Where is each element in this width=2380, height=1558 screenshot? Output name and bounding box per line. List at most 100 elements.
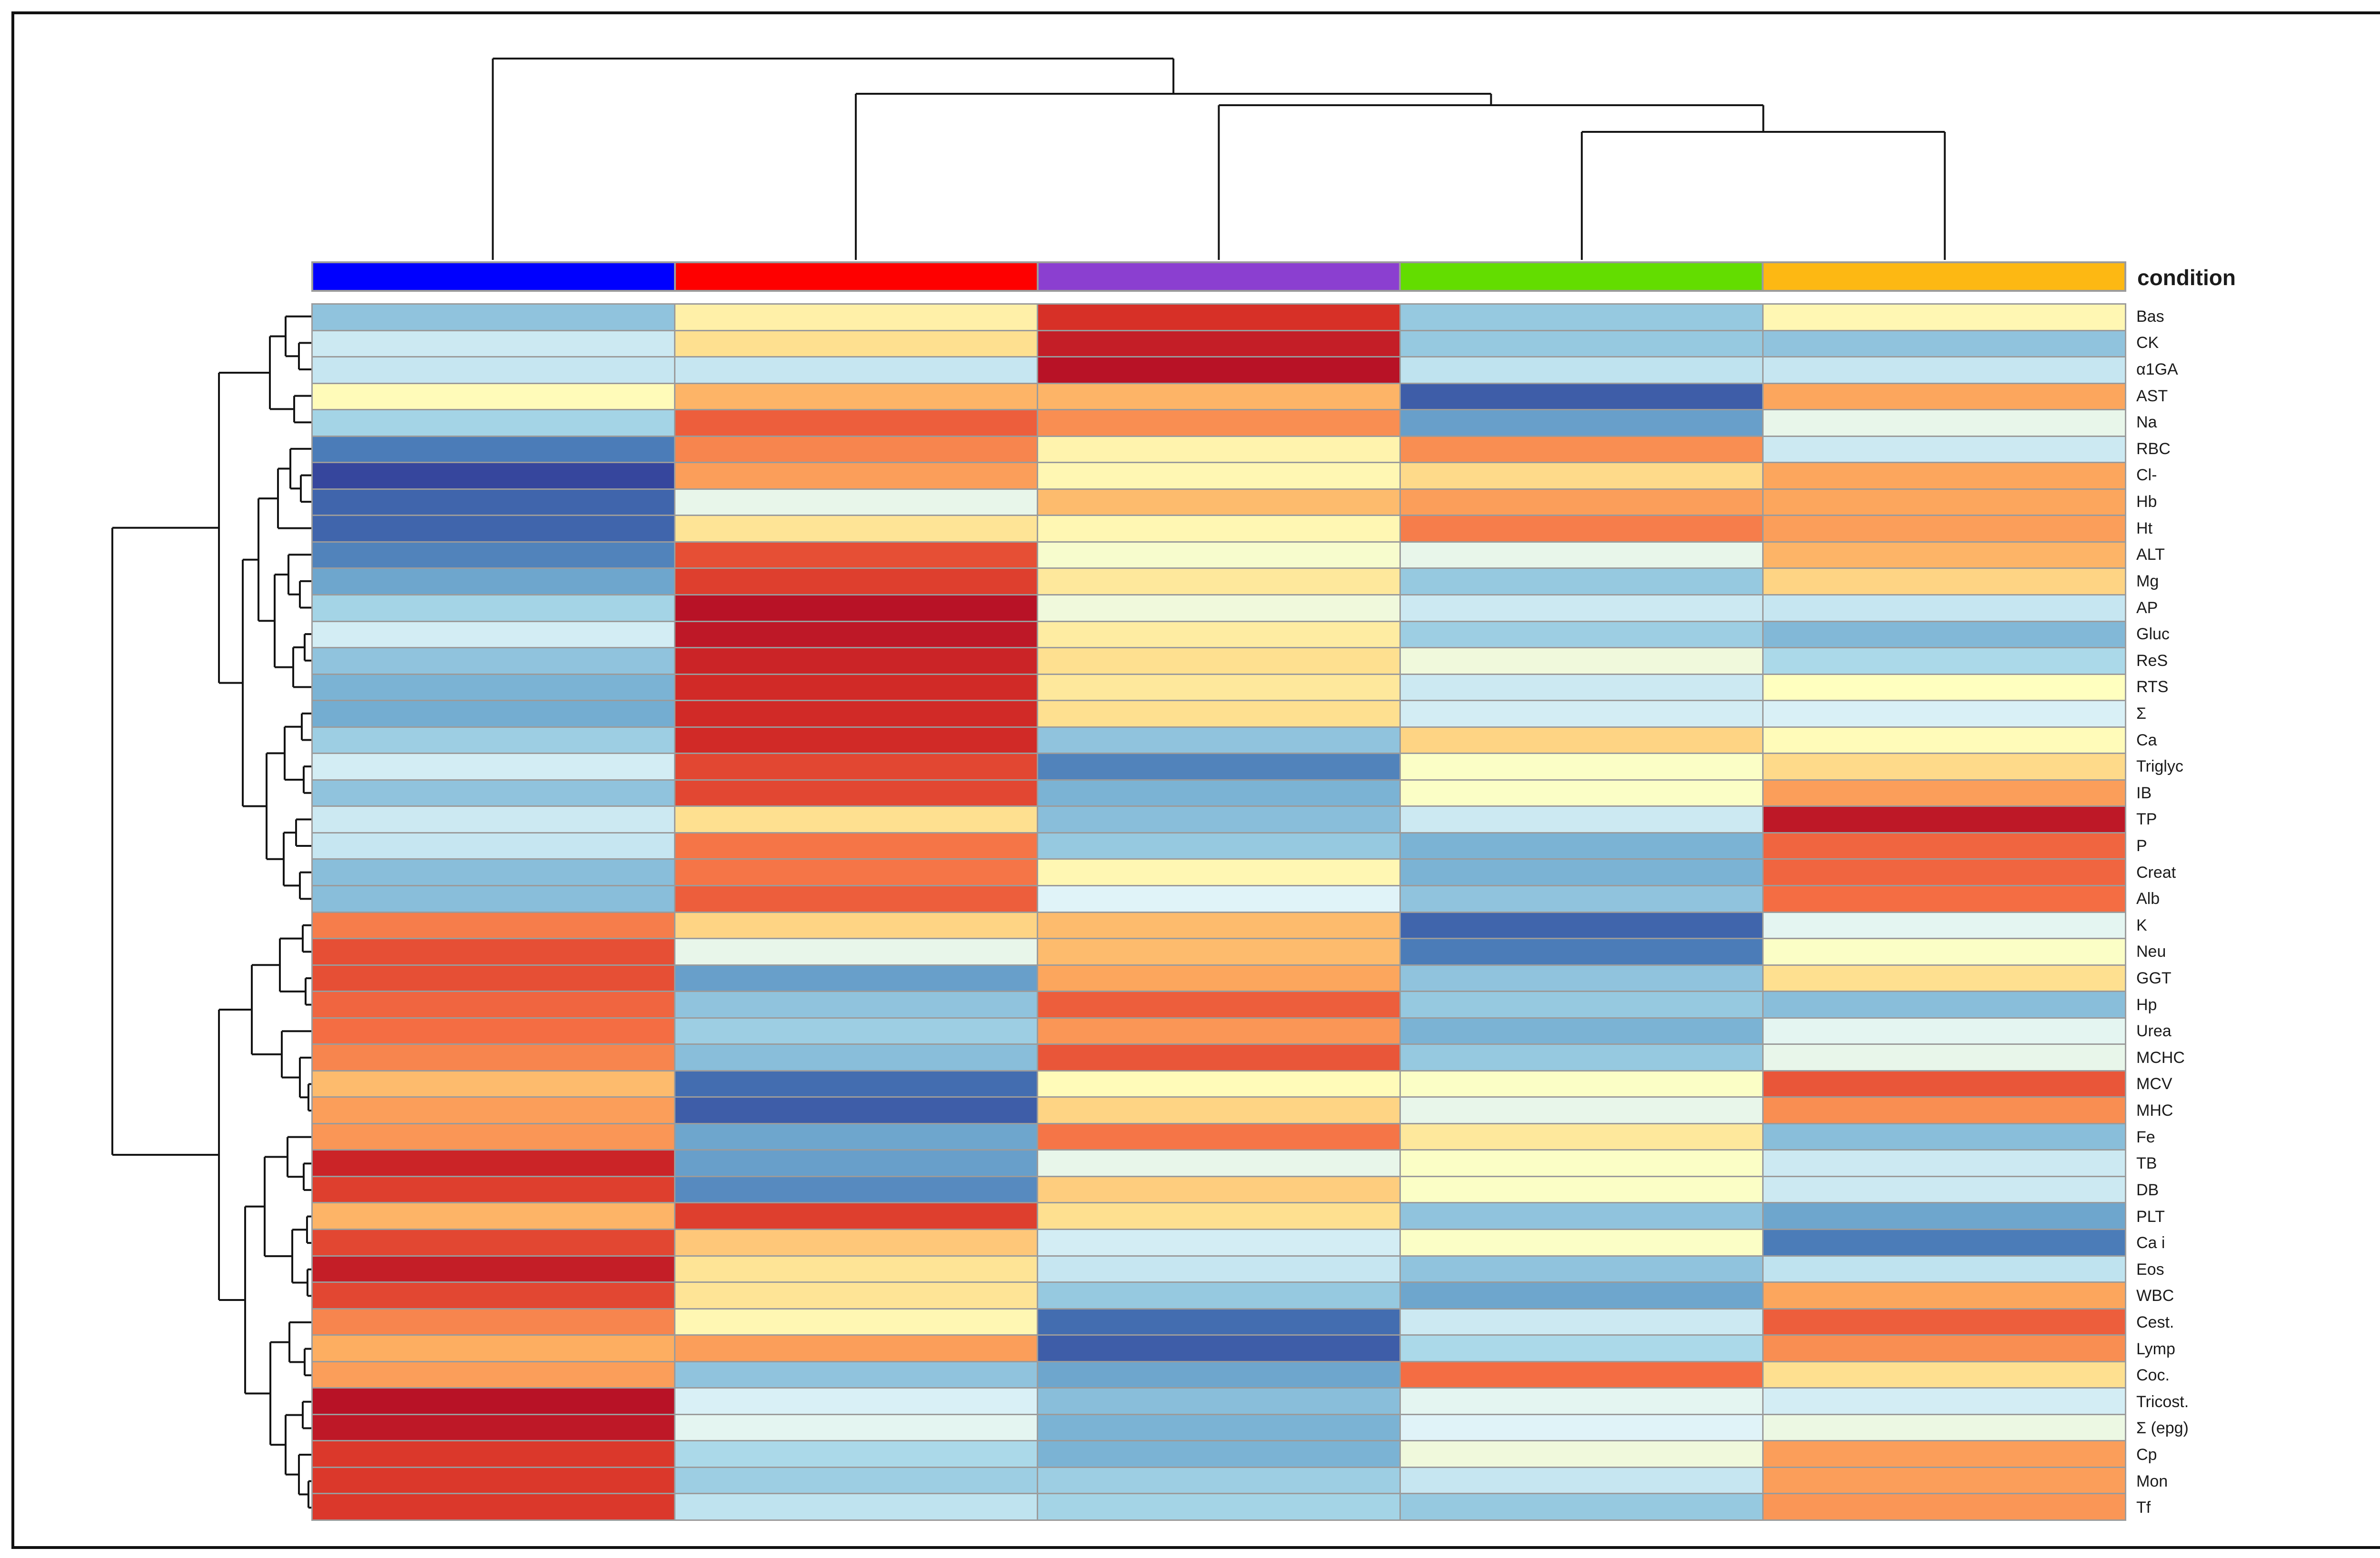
heatmap-cell (1401, 410, 1762, 436)
heatmap-cell (313, 1441, 674, 1467)
heatmap-cell (1401, 1389, 1762, 1414)
heatmap-cell (1038, 1230, 1399, 1255)
heatmap-cell (1764, 1098, 2125, 1123)
heatmap-cell (675, 1309, 1037, 1335)
row-label: Ca i (2136, 1234, 2165, 1252)
heatmap-cell (1038, 305, 1399, 330)
heatmap-cell (675, 1151, 1037, 1176)
heatmap-cell (1401, 727, 1762, 753)
heatmap-cell (1764, 965, 2125, 991)
heatmap-cell (675, 1468, 1037, 1493)
heatmap-cell (1038, 754, 1399, 779)
heatmap-cell (1764, 1177, 2125, 1202)
heatmap-cell (313, 965, 674, 991)
row-label: ReS (2136, 651, 2168, 670)
heatmap-cell (1401, 357, 1762, 383)
heatmap-cell (1038, 780, 1399, 806)
heatmap-cell (313, 595, 674, 621)
heatmap-cell (1038, 727, 1399, 753)
heatmap-cell (1764, 675, 2125, 700)
heatmap-cell (313, 939, 674, 964)
heatmap-cell (675, 675, 1037, 700)
heatmap-cell (675, 913, 1037, 938)
heatmap-cell (1764, 489, 2125, 515)
heatmap-cell (675, 1441, 1037, 1467)
heatmap-cell (1401, 1203, 1762, 1229)
row-label: Cl- (2136, 466, 2157, 485)
heatmap-cell (1764, 1389, 2125, 1414)
row-label: Urea (2136, 1022, 2172, 1041)
heatmap-cell (1401, 384, 1762, 409)
heatmap-cell (313, 1494, 674, 1519)
heatmap-cell (1038, 1124, 1399, 1150)
heatmap-cell (1401, 1468, 1762, 1493)
row-label: Ht (2136, 519, 2152, 537)
heatmap-cell (675, 595, 1037, 621)
heatmap-cell (1038, 1283, 1399, 1308)
heatmap-cell (313, 1283, 674, 1308)
condition-annotation-title: condition (2137, 265, 2236, 290)
heatmap-cell (1038, 1045, 1399, 1070)
row-label: Cest. (2136, 1313, 2174, 1331)
heatmap-cell (1764, 992, 2125, 1017)
heatmap-cell (1764, 886, 2125, 912)
heatmap-cell (1401, 1441, 1762, 1467)
column-dendrogram (492, 58, 1946, 260)
heatmap-cell (1038, 489, 1399, 515)
heatmap-cell (1401, 305, 1762, 330)
heatmap-cell (1401, 860, 1762, 885)
heatmap-cell (1401, 463, 1762, 488)
heatmap-cell (675, 1389, 1037, 1414)
heatmap-cell (1401, 542, 1762, 568)
heatmap-cell (1764, 1018, 2125, 1044)
row-label: CK (2136, 334, 2159, 352)
heatmap-cell (313, 1018, 674, 1044)
heatmap-cell (313, 305, 674, 330)
heatmap-cell (1038, 542, 1399, 568)
heatmap-cell (1401, 648, 1762, 674)
heatmap-cell (1038, 1203, 1399, 1229)
heatmap-cell (675, 542, 1037, 568)
row-label: Tf (2136, 1498, 2151, 1517)
row-label: Alb (2136, 890, 2160, 908)
condition-bar-segment-nexna (1401, 263, 1762, 290)
heatmap-cell (1764, 542, 2125, 568)
heatmap-cell (313, 754, 674, 779)
row-label: ALT (2136, 546, 2165, 564)
heatmap-cell (1401, 1098, 1762, 1123)
heatmap-cell (1038, 357, 1399, 383)
heatmap-cell (675, 384, 1037, 409)
heatmap-cell (1401, 1283, 1762, 1308)
heatmap-cell (675, 357, 1037, 383)
heatmap-cell (675, 1018, 1037, 1044)
row-dendrogram (111, 315, 311, 1509)
heatmap-cell (313, 1071, 674, 1097)
heatmap-cell (1038, 965, 1399, 991)
heatmap-cell (1038, 701, 1399, 726)
heatmap-cell (675, 410, 1037, 436)
heatmap-cell (675, 489, 1037, 515)
heatmap-cell (1764, 1362, 2125, 1388)
heatmap-cell (313, 913, 674, 938)
heatmap-cell (1401, 1177, 1762, 1202)
heatmap-cell (1038, 1177, 1399, 1202)
heatmap-cell (313, 648, 674, 674)
heatmap-cell (675, 939, 1037, 964)
heatmap-cell (1401, 1071, 1762, 1097)
heatmap-cell (1764, 595, 2125, 621)
heatmap-cell (1401, 939, 1762, 964)
heatmap-cell (1038, 675, 1399, 700)
heatmap-cell (313, 1415, 674, 1440)
heatmap-cell (675, 833, 1037, 859)
row-label: IB (2136, 784, 2152, 802)
heatmap-cell (1038, 1336, 1399, 1361)
heatmap-cell (1038, 1098, 1399, 1123)
heatmap-cell (1401, 833, 1762, 859)
heatmap-cell (1764, 305, 2125, 330)
heatmap-cell (1764, 1071, 2125, 1097)
heatmap-cell (1764, 410, 2125, 436)
row-label: DB (2136, 1181, 2159, 1199)
heatmap-cell (1401, 331, 1762, 357)
heatmap-cell (1764, 913, 2125, 938)
